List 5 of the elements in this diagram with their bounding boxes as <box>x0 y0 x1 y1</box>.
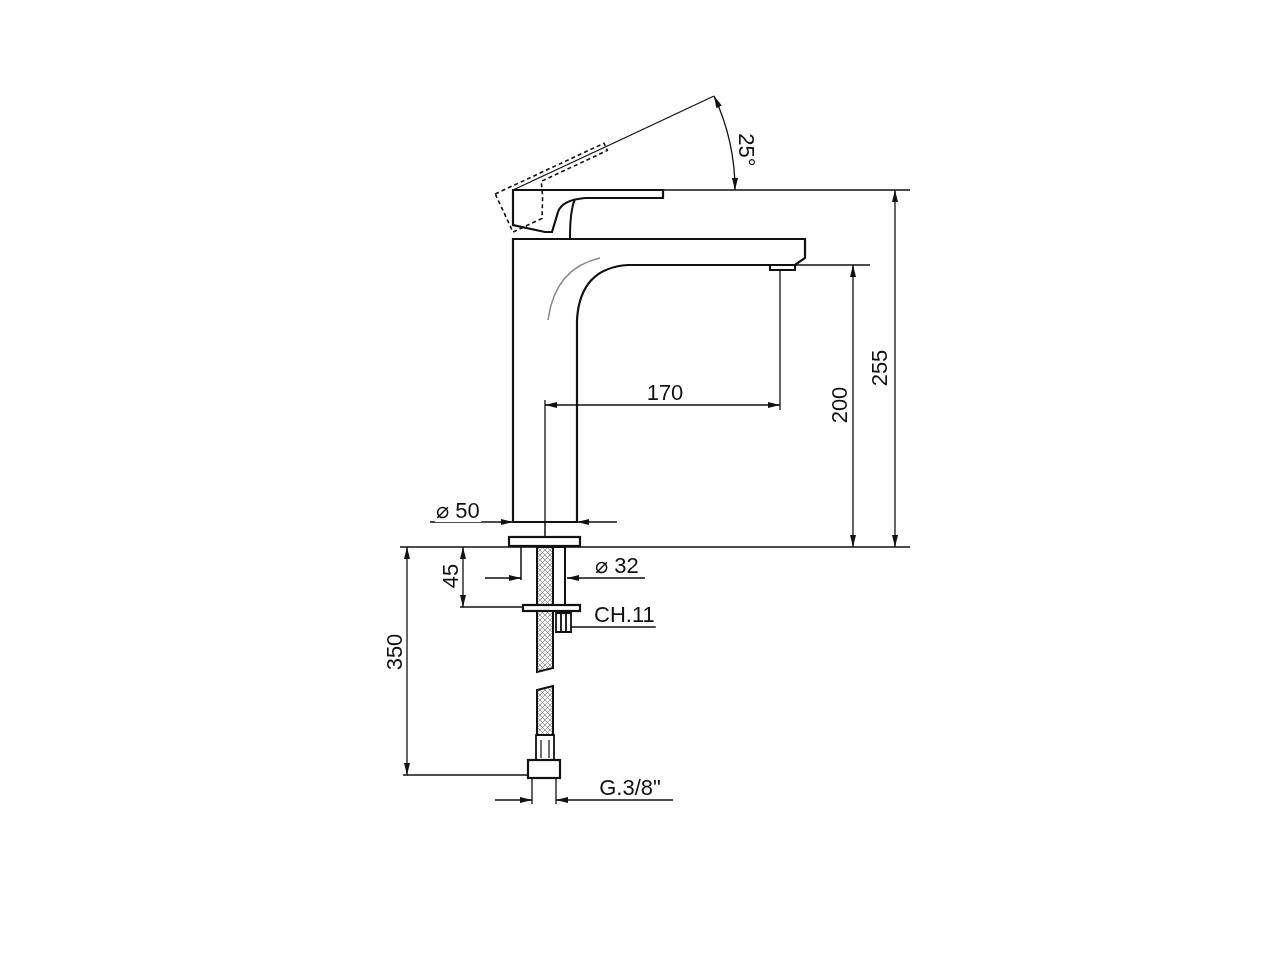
nut <box>555 612 572 633</box>
dimension-label: ⌀ 32 <box>594 555 640 577</box>
leader-line <box>570 626 657 628</box>
dimension-label: ⌀ 50 <box>435 500 481 522</box>
part-label: CH.11 <box>593 604 656 626</box>
